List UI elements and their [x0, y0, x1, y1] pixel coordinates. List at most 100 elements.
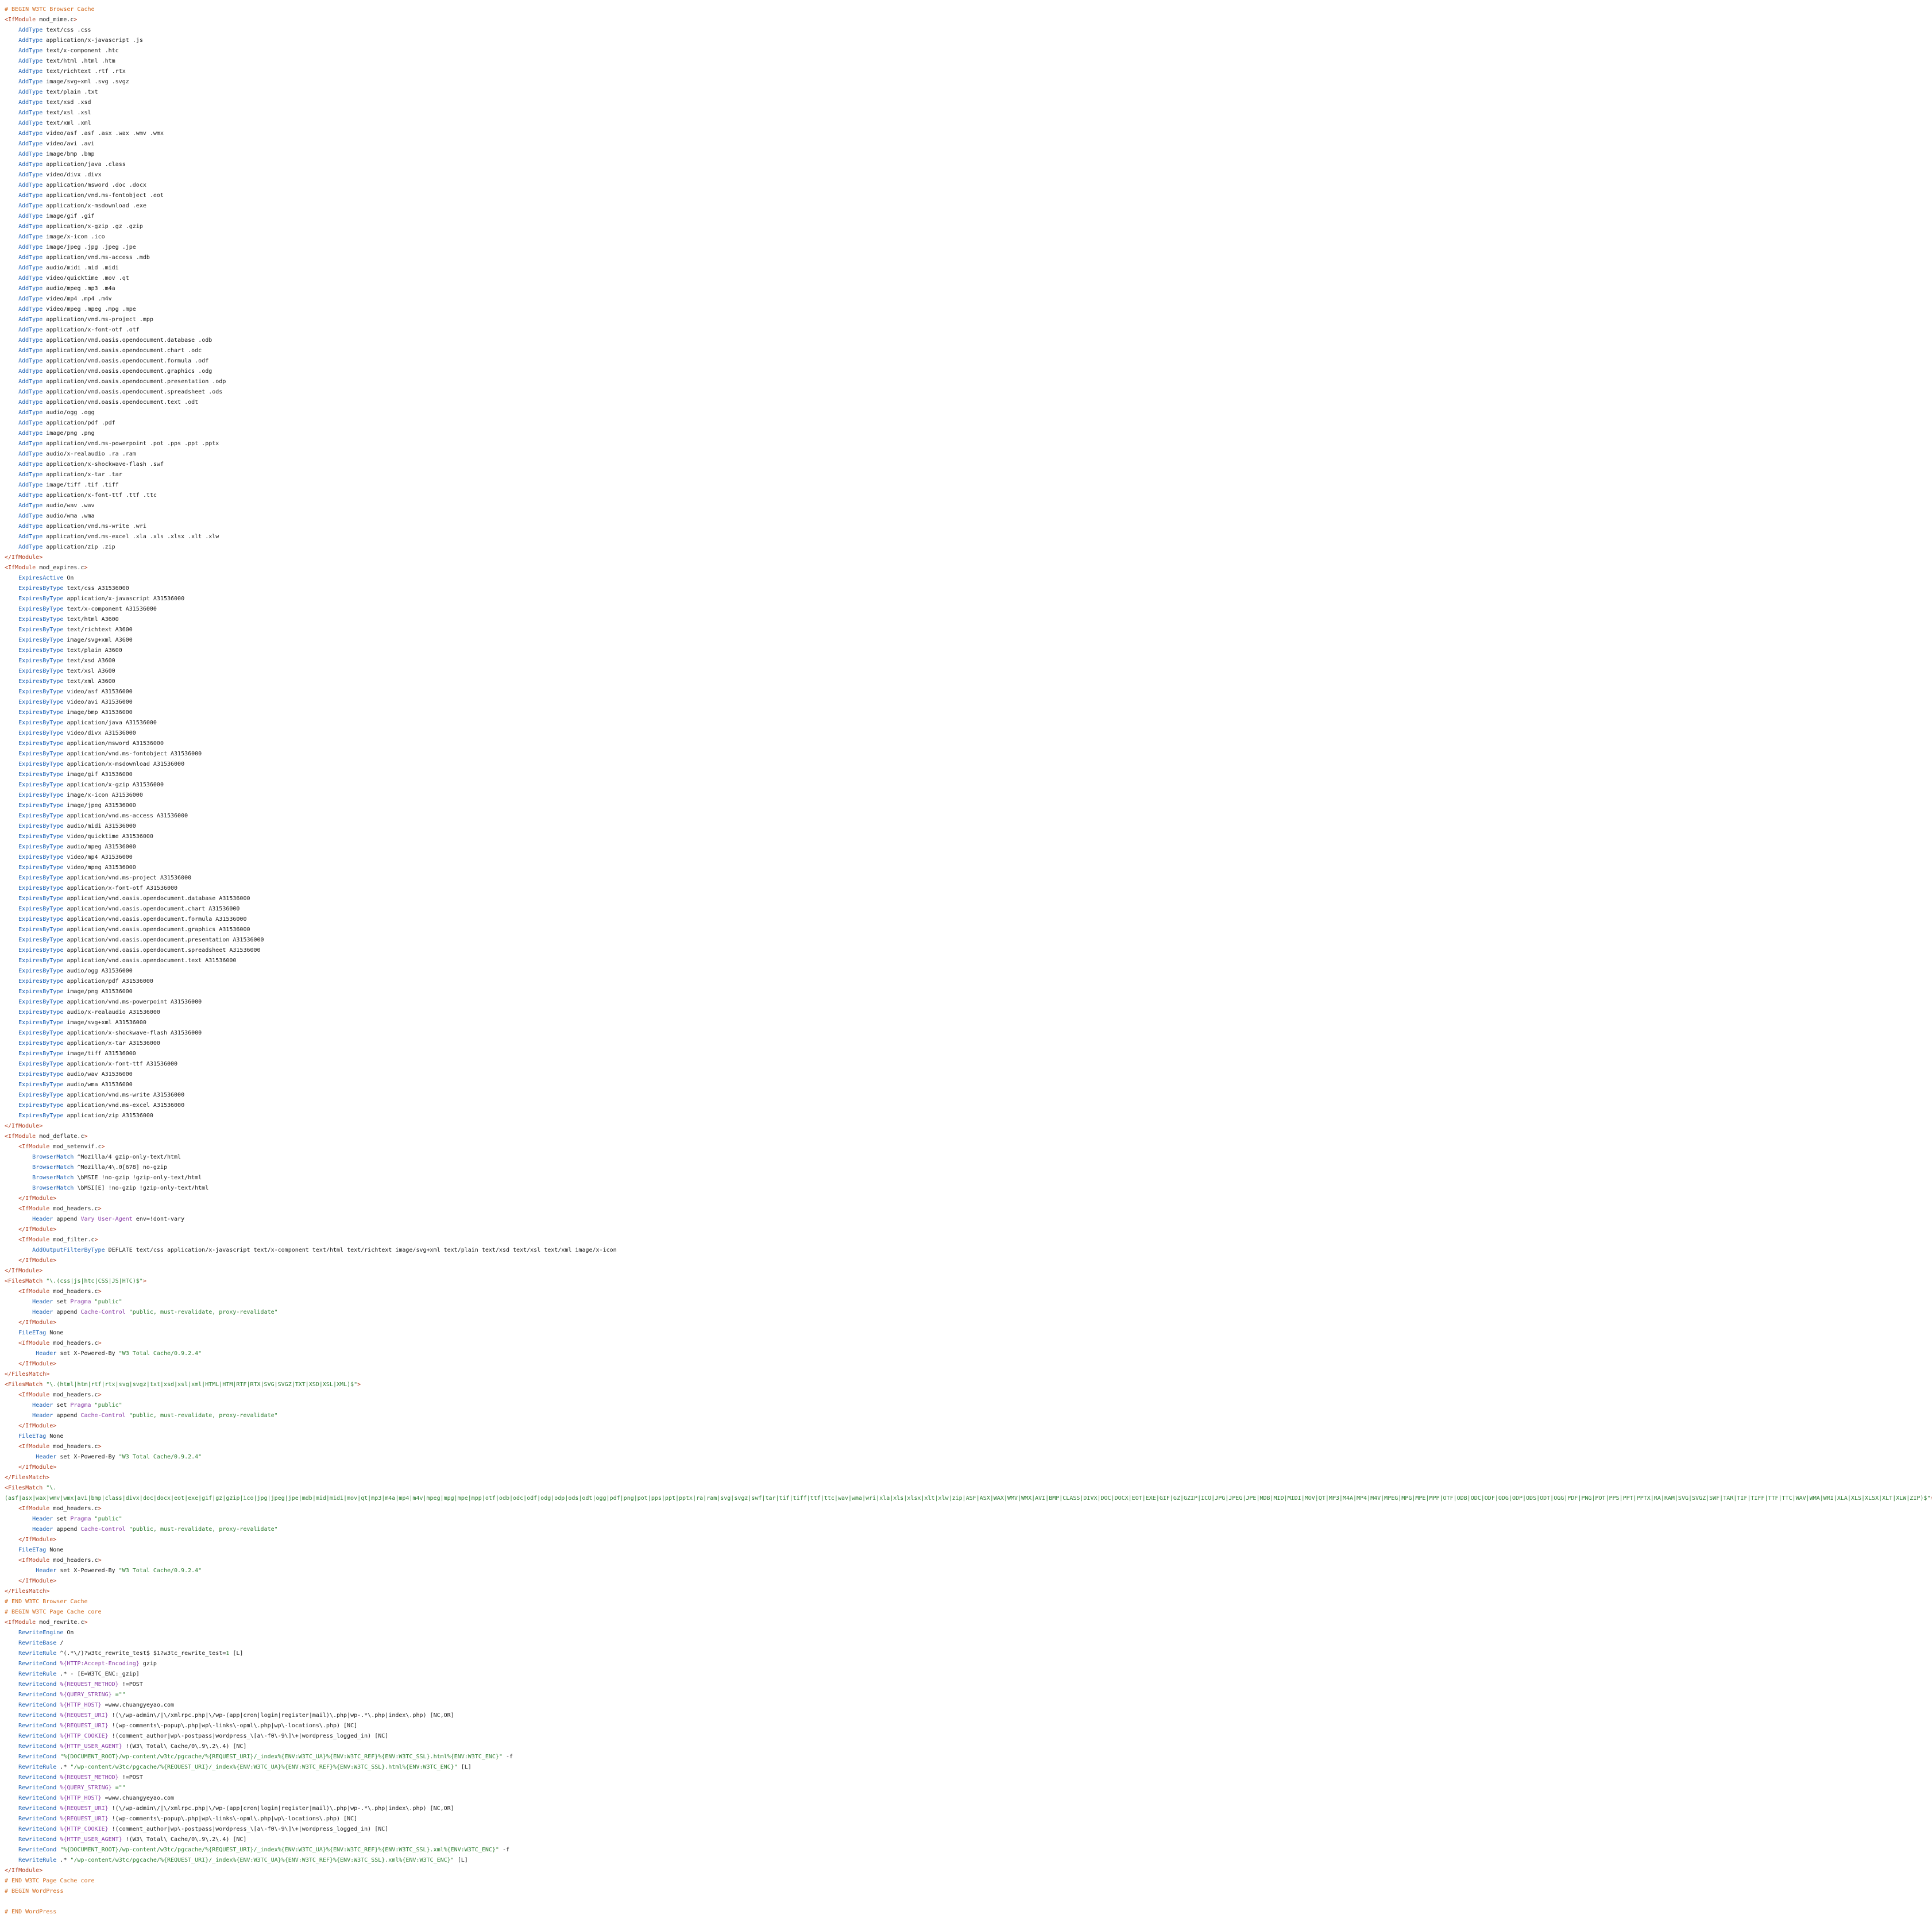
string-token: "/wp-content/w3tc/pgcache/%{REQUEST_URI}… — [70, 1764, 458, 1770]
directive-token: AddType — [18, 430, 43, 437]
directive-token: ExpiresByType — [18, 792, 64, 798]
text-token — [5, 771, 18, 778]
text-token: application/vnd.ms-excel A31536000 — [63, 1102, 185, 1109]
text-token: !(comment_author|wp\-postpass|wordpress_… — [108, 1733, 389, 1739]
code-line: Header set X-Powered-By "W3 Total Cache/… — [5, 1452, 1932, 1462]
text-token: append — [53, 1526, 81, 1533]
code-line: RewriteCond %{HTTP_USER_AGENT} !(W3\ Tot… — [5, 1742, 1932, 1752]
text-token: application/vnd.oasis.opendocument.formu… — [42, 358, 209, 364]
directive-token: AddType — [18, 544, 43, 550]
string-token: "\. — [42, 1485, 57, 1491]
text-token: application/x-tar A31536000 — [63, 1040, 160, 1047]
variable-token: %{HTTP_COOKIE} — [56, 1733, 109, 1739]
code-line: ExpiresByType application/vnd.oasis.open… — [5, 956, 1932, 966]
text-token — [5, 389, 18, 395]
code-line: Header set Pragma "public" — [5, 1297, 1932, 1307]
code-line: ExpiresByType application/x-gzip A315360… — [5, 780, 1932, 790]
text-token: application/java .class — [42, 161, 126, 168]
directive-token: ExpiresByType — [18, 896, 64, 902]
directive-token: AddType — [18, 99, 43, 106]
code-line: ExpiresByType audio/mpeg A31536000 — [5, 842, 1932, 852]
directive-token: BrowserMatch — [32, 1185, 74, 1191]
text-token — [5, 1723, 18, 1729]
text-token — [5, 1020, 18, 1026]
text-token — [5, 647, 18, 654]
text-token: append — [53, 1412, 81, 1419]
code-line: ExpiresByType image/bmp A31536000 — [5, 708, 1932, 718]
directive-token: ExpiresByType — [18, 699, 64, 705]
code-line: AddType application/vnd.ms-excel .xla .x… — [5, 532, 1932, 542]
code-line: ExpiresByType text/xml A3600 — [5, 677, 1932, 687]
text-token: set — [53, 1299, 71, 1305]
text-token — [5, 1547, 18, 1553]
code-editor[interactable]: # BEGIN W3TC Browser Cache<IfModule mod_… — [5, 5, 1932, 1917]
text-token — [5, 1226, 18, 1233]
code-line: # END WordPress — [5, 1907, 1932, 1917]
text-token: mod_headers.c — [49, 1392, 98, 1398]
directive-token: AddType — [18, 482, 43, 488]
text-token: application/vnd.ms-access .mdb — [42, 254, 150, 261]
text-token — [5, 1754, 18, 1760]
code-line: </IfModule> — [5, 1256, 1932, 1266]
tag-token: <IfModule — [18, 1340, 50, 1346]
variable-token: %{HTTP_HOST} — [56, 1795, 102, 1801]
text-token: image/png .png — [42, 430, 95, 437]
text-token — [5, 1526, 32, 1533]
code-line: </IfModule> — [5, 1535, 1932, 1545]
directive-token: ExpiresByType — [18, 927, 64, 933]
directive-token: AddType — [18, 285, 43, 292]
directive-token: AddType — [18, 130, 43, 137]
text-token: text/plain .txt — [42, 89, 98, 95]
text-token: audio/midi A31536000 — [63, 823, 136, 829]
directive-token: ExpiresByType — [18, 958, 64, 964]
text-token: application/vnd.oasis.opendocument.datab… — [42, 337, 212, 344]
text-token: !(wp-comments\-popup\.php|wp\-links\-opm… — [108, 1816, 358, 1822]
code-line: ExpiresByType application/x-javascript A… — [5, 594, 1932, 604]
text-token: =www.chuangyeyao.com — [101, 1702, 175, 1708]
directive-token: ExpiresByType — [18, 947, 64, 954]
text-token: text/richtext A3600 — [63, 627, 133, 633]
text-token — [5, 472, 18, 478]
text-token: None — [46, 1330, 64, 1336]
text-token: audio/x-realaudio .ra .ram — [42, 451, 136, 457]
directive-token: ExpiresByType — [18, 606, 64, 612]
text-token — [5, 709, 18, 716]
text-token: image/jpeg .jpg .jpeg .jpe — [42, 244, 136, 250]
directive-token: ExpiresByType — [18, 1020, 64, 1026]
code-line: RewriteEngine On — [5, 1628, 1932, 1638]
text-token — [5, 58, 18, 64]
directive-token: FileETag — [18, 1330, 47, 1336]
directive-token: AddType — [18, 399, 43, 406]
code-line: ExpiresByType application/vnd.oasis.open… — [5, 925, 1932, 935]
text-token — [5, 1733, 18, 1739]
text-token: application/vnd.ms-excel .xla .xls .xlsx… — [42, 534, 219, 540]
tag-token: <IfModule — [18, 1506, 50, 1512]
text-token: application/vnd.ms-powerpoint .pot .pps … — [42, 441, 219, 447]
directive-token: Header — [32, 1216, 53, 1222]
tag-token: <IfModule — [18, 1288, 50, 1295]
text-token: mod_headers.c — [49, 1206, 98, 1212]
tag-token: </IfModule> — [18, 1578, 57, 1584]
comment-token: # BEGIN WordPress — [5, 1888, 64, 1894]
code-line: RewriteCond "%{DOCUMENT_ROOT}/wp-content… — [5, 1845, 1932, 1855]
text-token — [5, 813, 18, 819]
code-line: ExpiresByType audio/x-realaudio A3153600… — [5, 1008, 1932, 1018]
text-token: image/gif A31536000 — [63, 771, 133, 778]
directive-token: RewriteCond — [18, 1743, 57, 1750]
directive-token: AddType — [18, 327, 43, 333]
directive-token: ExpiresByType — [18, 999, 64, 1005]
code-line: ExpiresByType application/x-msdownload A… — [5, 759, 1932, 770]
text-token: audio/x-realaudio A31536000 — [63, 1009, 160, 1016]
tag-token: <FilesMatch — [5, 1381, 43, 1388]
code-line: </FilesMatch> — [5, 1369, 1932, 1380]
code-line: Header set X-Powered-By "W3 Total Cache/… — [5, 1349, 1932, 1359]
code-line: Header append Cache-Control "public, mus… — [5, 1307, 1932, 1318]
text-token: application/x-msdownload .exe — [42, 203, 146, 209]
text-token: .* — [56, 1857, 71, 1863]
text-token: text/x-component A31536000 — [63, 606, 157, 612]
text-token — [5, 989, 18, 995]
text-token: text/plain A3600 — [63, 647, 122, 654]
code-line: </IfModule> — [5, 1266, 1932, 1276]
code-line: RewriteRule .* "/wp-content/w3tc/pgcache… — [5, 1855, 1932, 1866]
text-token — [5, 306, 18, 312]
